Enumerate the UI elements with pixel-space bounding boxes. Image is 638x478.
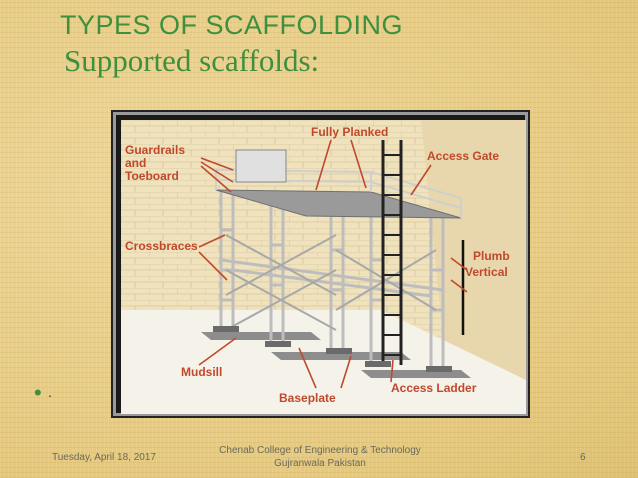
bullet-marker: • — [34, 380, 42, 405]
baseplates — [213, 326, 452, 372]
guardrail-mesh — [235, 149, 287, 183]
label-baseplate: Baseplate — [279, 391, 336, 405]
label-mudsill: Mudsill — [181, 365, 222, 379]
slide-subtitle: Supported scaffolds: — [64, 43, 320, 78]
mudsill-boards — [201, 332, 471, 378]
label-fully-planked: Fully Planked — [311, 125, 388, 139]
slide-title: TYPES OF SCAFFOLDING — [60, 10, 404, 40]
scaffold-diagram: Guardrails and Toeboard Fully Planked Ac… — [113, 112, 528, 416]
footer-organization: Chenab College of Engineering & Technolo… — [200, 444, 440, 470]
label-arrows — [198, 139, 468, 389]
footer-org-line1: Chenab College of Engineering & Technolo… — [219, 445, 421, 456]
label-access-gate: Access Gate — [427, 149, 499, 163]
bullet-text: . — [48, 384, 52, 400]
label-access-ladder: Access Ladder — [391, 381, 477, 395]
footer-date: Tuesday, April 18, 2017 — [52, 452, 156, 463]
label-and: and — [125, 156, 146, 170]
label-crossbraces: Crossbraces — [125, 239, 198, 253]
label-toeboard: Toeboard — [125, 169, 179, 183]
crossbraces — [225, 234, 437, 331]
label-plumb: Plumb — [473, 249, 510, 263]
footer-org-line2: Gujranwala Pakistan — [274, 458, 366, 469]
access-ladder — [381, 140, 403, 365]
footer-page-number: 6 — [580, 452, 586, 463]
label-guardrails: Guardrails — [125, 143, 185, 157]
scaffold-illustration: Guardrails and Toeboard Fully Planked Ac… — [121, 120, 526, 414]
label-vertical: Vertical — [465, 265, 508, 279]
